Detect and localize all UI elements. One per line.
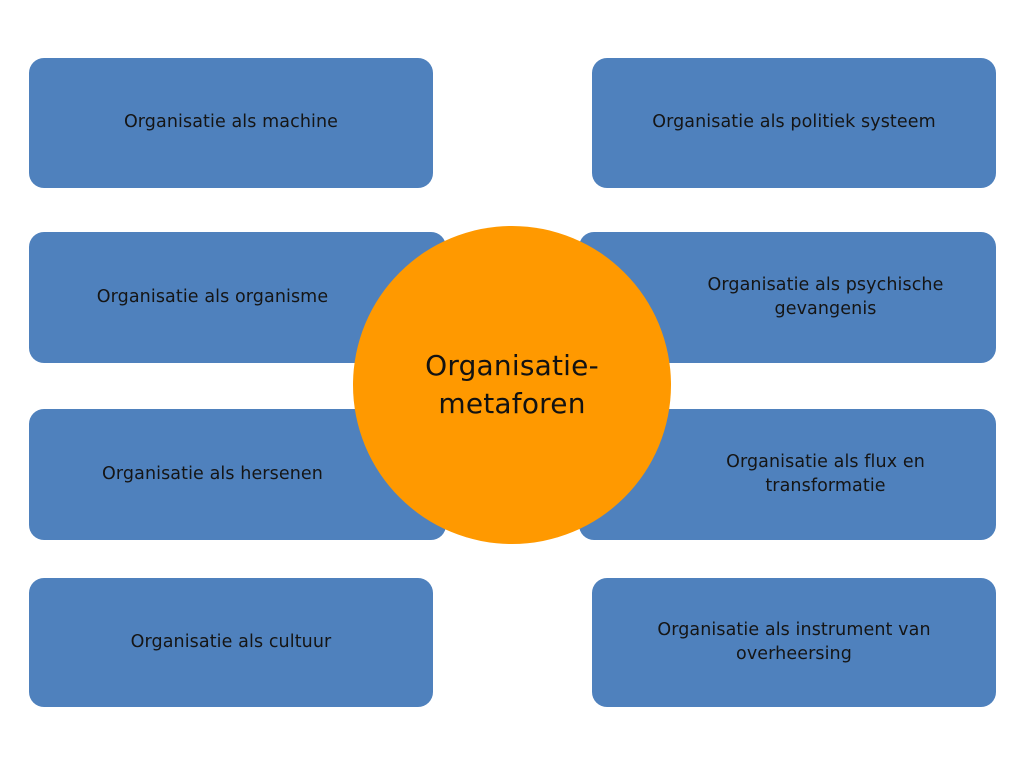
metaphor-box-flux-en-transformatie[interactable]: Organisatie als flux en transformatie bbox=[579, 409, 996, 540]
metaphor-label: Organisatie als organisme bbox=[96, 286, 329, 307]
metaphor-label: Organisatie als psychische gevangenis bbox=[707, 275, 944, 319]
metaphor-box-cultuur[interactable]: Organisatie als cultuur bbox=[29, 578, 433, 707]
metaphor-label: Organisatie als flux en transformatie bbox=[726, 452, 925, 496]
metaphor-label: Organisatie als politiek systeem bbox=[652, 112, 936, 133]
metaphor-label: Organisatie als instrument van overheers… bbox=[657, 620, 931, 664]
metaphor-label: Organisatie als machine bbox=[123, 112, 339, 133]
center-circle-organisatie-metaforen[interactable]: Organisatie- metaforen bbox=[353, 226, 671, 544]
metaphor-label: Organisatie als cultuur bbox=[130, 631, 332, 652]
metaphor-box-instrument-van-overheersing[interactable]: Organisatie als instrument van overheers… bbox=[592, 578, 996, 707]
metaphor-box-politiek-systeem[interactable]: Organisatie als politiek systeem bbox=[592, 58, 996, 188]
metaphor-box-organisme[interactable]: Organisatie als organisme bbox=[29, 232, 446, 363]
center-circle-label: Organisatie- metaforen bbox=[425, 348, 599, 420]
metaphor-label: Organisatie als hersenen bbox=[102, 463, 323, 484]
metaphor-box-machine[interactable]: Organisatie als machine bbox=[29, 58, 433, 188]
